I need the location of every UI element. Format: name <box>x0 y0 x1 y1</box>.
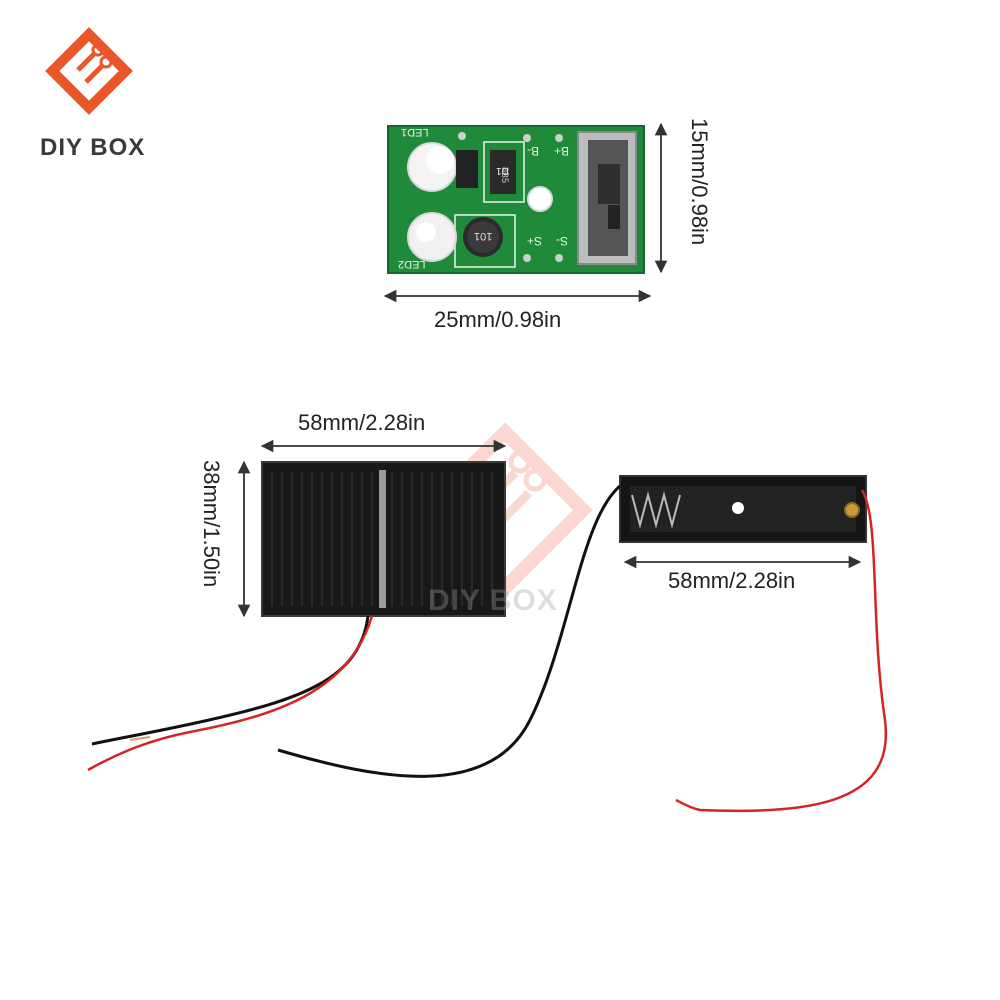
brand-name: DIY BOX <box>40 134 146 161</box>
pcb-height-label: 15mm/0.98in <box>687 118 712 246</box>
pcb-label-b-minus: B- <box>527 144 539 158</box>
solar-panel-width-label: 58mm/2.28in <box>298 410 426 435</box>
pcb-label-s-plus: S+ <box>527 234 543 248</box>
pcb-label-ic: 8B5 <box>500 166 511 184</box>
pcb-width-label: 25mm/0.98in <box>434 307 562 332</box>
pcb-label-b-plus: B+ <box>554 144 570 158</box>
battery-holder-width-label: 58mm/2.28in <box>668 568 796 593</box>
pcb-board <box>387 125 645 274</box>
pcb-label-led1: LED1 <box>401 126 429 138</box>
battery-holder <box>619 475 867 543</box>
brand-logo-icon <box>45 27 133 115</box>
watermark-text: DIY BOX <box>428 584 558 617</box>
pcb-label-led2: LED2 <box>398 258 426 270</box>
solar-panel-height-label: 38mm/1.50in <box>199 460 224 588</box>
pcb-label-inductor: 101 <box>474 230 493 242</box>
solar-panel <box>261 461 506 617</box>
pcb-label-s-minus: S- <box>556 234 568 248</box>
